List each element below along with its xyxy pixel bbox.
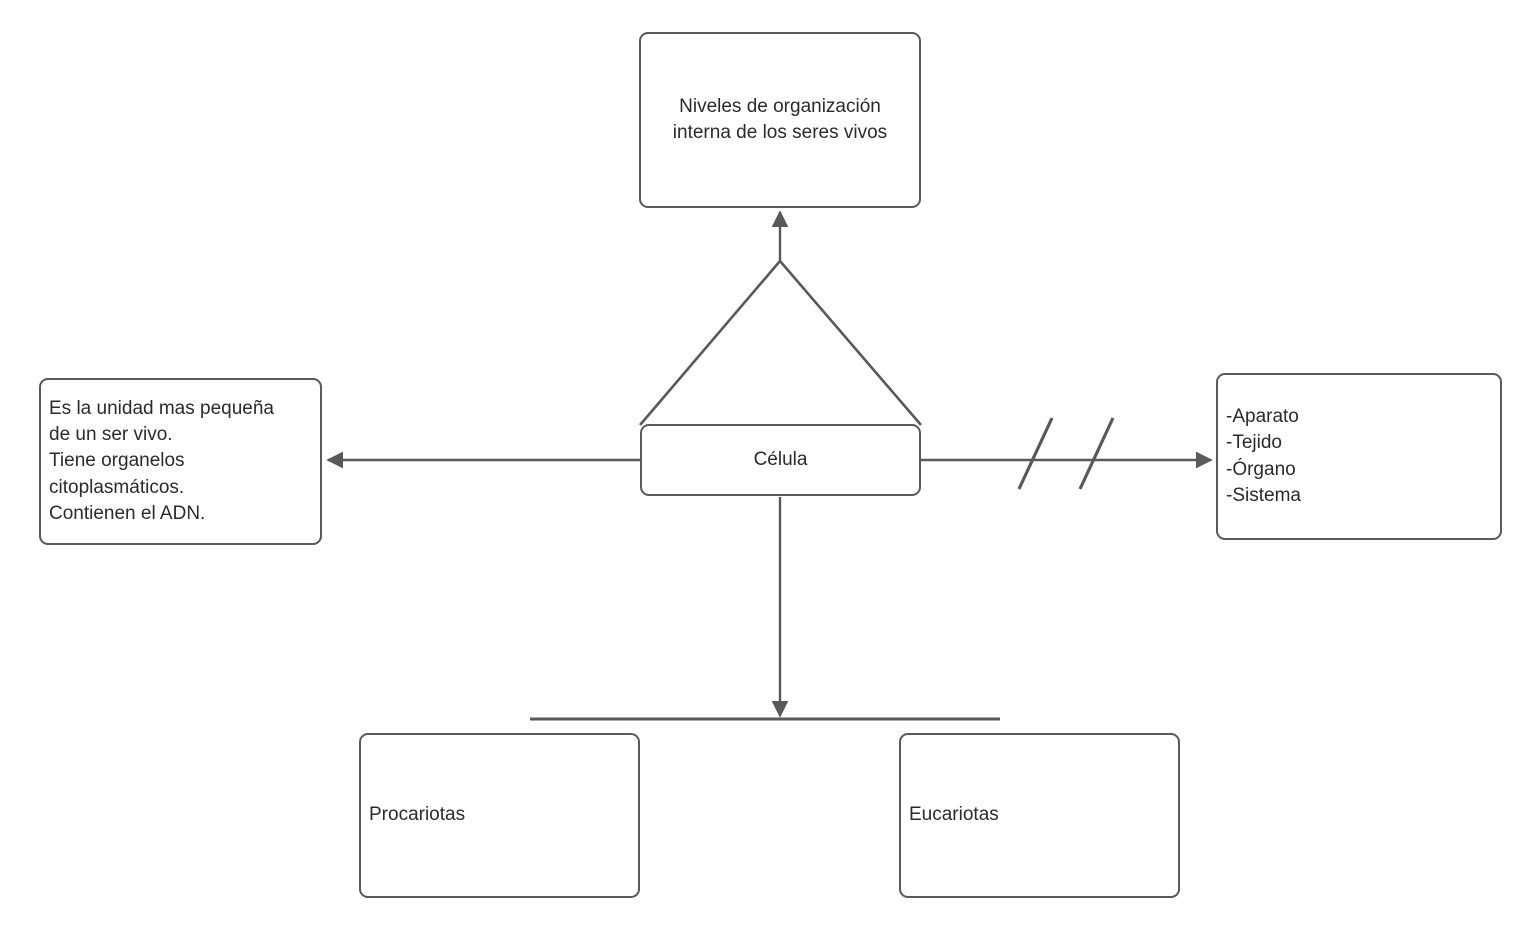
arrow-celula-to-niveles-org [921, 417, 1213, 490]
node-procariotas[interactable]: Procariotas [359, 733, 640, 898]
node-niveles-de-organizacion[interactable]: Niveles de organización interna de los s… [639, 32, 921, 208]
node-unidad-label: Es la unidad mas pequeña de un ser vivo.… [49, 398, 274, 524]
triangle-over-celula [639, 259, 922, 426]
node-celula-label: Célula [753, 448, 808, 470]
slash-mark-1 [1017, 417, 1054, 490]
node-niveles-org-label: -Aparato -Tejido -Órgano -Sistema [1226, 406, 1301, 506]
node-eucariotas-label: Eucariotas [909, 804, 999, 826]
node-eucariotas[interactable]: Eucariotas [899, 733, 1180, 898]
node-unidad-mas-pequena[interactable]: Es la unidad mas pequeña de un ser vivo.… [39, 378, 322, 545]
node-procariotas-label: Procariotas [369, 804, 466, 826]
node-celula[interactable]: Célula [640, 424, 921, 496]
node-niveles-label: Niveles de organización interna de los s… [672, 95, 888, 143]
slash-mark-2 [1078, 417, 1115, 490]
node-aparato-tejido-organo-sistema[interactable]: -Aparato -Tejido -Órgano -Sistema [1216, 373, 1502, 540]
